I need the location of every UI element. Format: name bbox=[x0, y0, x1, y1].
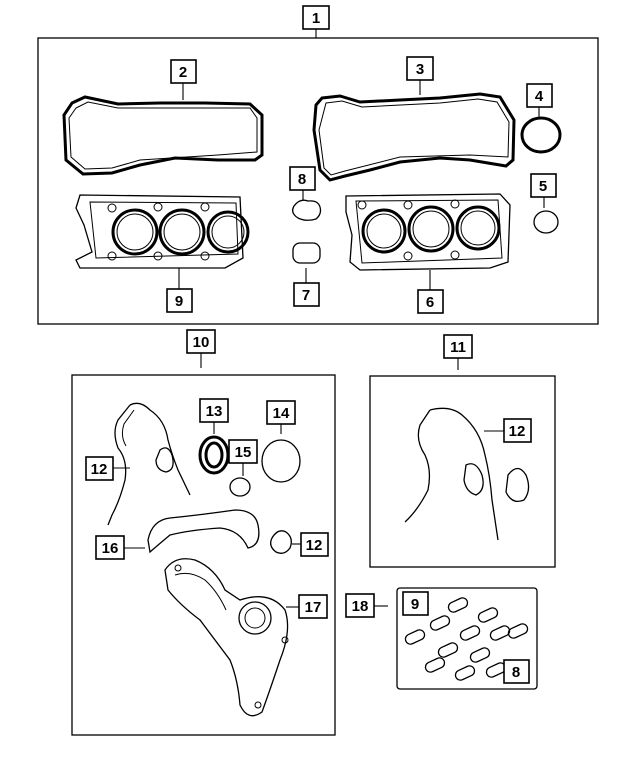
svg-text:12: 12 bbox=[306, 537, 323, 554]
svg-text:8: 8 bbox=[512, 664, 520, 681]
callout-4: 4 bbox=[526, 83, 553, 108]
svg-text:9: 9 bbox=[175, 293, 183, 310]
callout-7: 7 bbox=[293, 282, 320, 307]
callout-17: 17 bbox=[298, 594, 328, 619]
callout-14: 14 bbox=[266, 400, 296, 425]
callout-8-inset: 8 bbox=[503, 659, 530, 684]
callout-10: 10 bbox=[186, 329, 216, 354]
seal-16 bbox=[147, 509, 260, 554]
callout-11: 11 bbox=[443, 334, 473, 359]
callout-12-left: 12 bbox=[85, 456, 114, 481]
svg-text:4: 4 bbox=[535, 88, 544, 105]
callout-12-small: 12 bbox=[300, 532, 329, 557]
seal-8 bbox=[292, 199, 322, 221]
o-ring-14 bbox=[261, 439, 301, 483]
callout-15: 15 bbox=[228, 439, 258, 464]
svg-text:16: 16 bbox=[102, 540, 119, 557]
seal-12-small bbox=[270, 530, 292, 554]
svg-text:17: 17 bbox=[305, 599, 322, 616]
svg-text:12: 12 bbox=[509, 423, 526, 440]
callout-16: 16 bbox=[95, 535, 125, 560]
callout-1: 1 bbox=[302, 5, 330, 30]
svg-text:11: 11 bbox=[450, 339, 466, 356]
group-frame-11 bbox=[369, 375, 556, 568]
crankshaft-seal bbox=[198, 435, 230, 475]
group-frame-1 bbox=[37, 37, 599, 325]
svg-text:7: 7 bbox=[302, 287, 310, 304]
callout-8: 8 bbox=[289, 166, 316, 191]
callout-18: 18 bbox=[345, 593, 375, 618]
svg-text:10: 10 bbox=[193, 334, 210, 351]
callout-13: 13 bbox=[199, 398, 229, 423]
callout-9-inset: 9 bbox=[402, 591, 429, 616]
callout-6: 6 bbox=[417, 289, 444, 314]
water-pump-gasket bbox=[164, 558, 289, 717]
o-ring-15 bbox=[229, 477, 251, 497]
svg-text:5: 5 bbox=[539, 178, 547, 195]
callout-12-right: 12 bbox=[503, 418, 532, 443]
valve-cover-gasket-right bbox=[312, 92, 516, 182]
group-frame-10 bbox=[71, 374, 336, 736]
svg-text:15: 15 bbox=[235, 444, 252, 461]
valve-cover-gasket-left bbox=[62, 95, 264, 176]
svg-text:13: 13 bbox=[206, 403, 223, 420]
seal-7 bbox=[292, 242, 321, 264]
svg-text:9: 9 bbox=[411, 596, 419, 613]
svg-text:1: 1 bbox=[312, 10, 320, 27]
callout-2: 2 bbox=[170, 59, 197, 84]
cylinder-head-gasket-right bbox=[345, 193, 511, 271]
svg-text:12: 12 bbox=[91, 461, 108, 478]
o-ring-large bbox=[520, 116, 562, 154]
svg-text:18: 18 bbox=[352, 598, 369, 615]
callout-9: 9 bbox=[166, 288, 193, 313]
timing-cover-gasket-left bbox=[107, 402, 191, 526]
svg-text:14: 14 bbox=[273, 405, 290, 422]
leader-lines bbox=[112, 29, 545, 608]
timing-cover-gasket-right bbox=[404, 407, 530, 541]
callout-5: 5 bbox=[530, 173, 557, 198]
callout-3: 3 bbox=[406, 56, 434, 81]
o-ring-small bbox=[533, 210, 559, 234]
svg-text:8: 8 bbox=[298, 171, 306, 188]
cylinder-head-gasket-left bbox=[75, 194, 250, 269]
svg-text:2: 2 bbox=[179, 64, 187, 81]
svg-text:3: 3 bbox=[416, 61, 424, 78]
svg-text:6: 6 bbox=[426, 294, 434, 311]
group-frame-18 bbox=[396, 587, 538, 690]
